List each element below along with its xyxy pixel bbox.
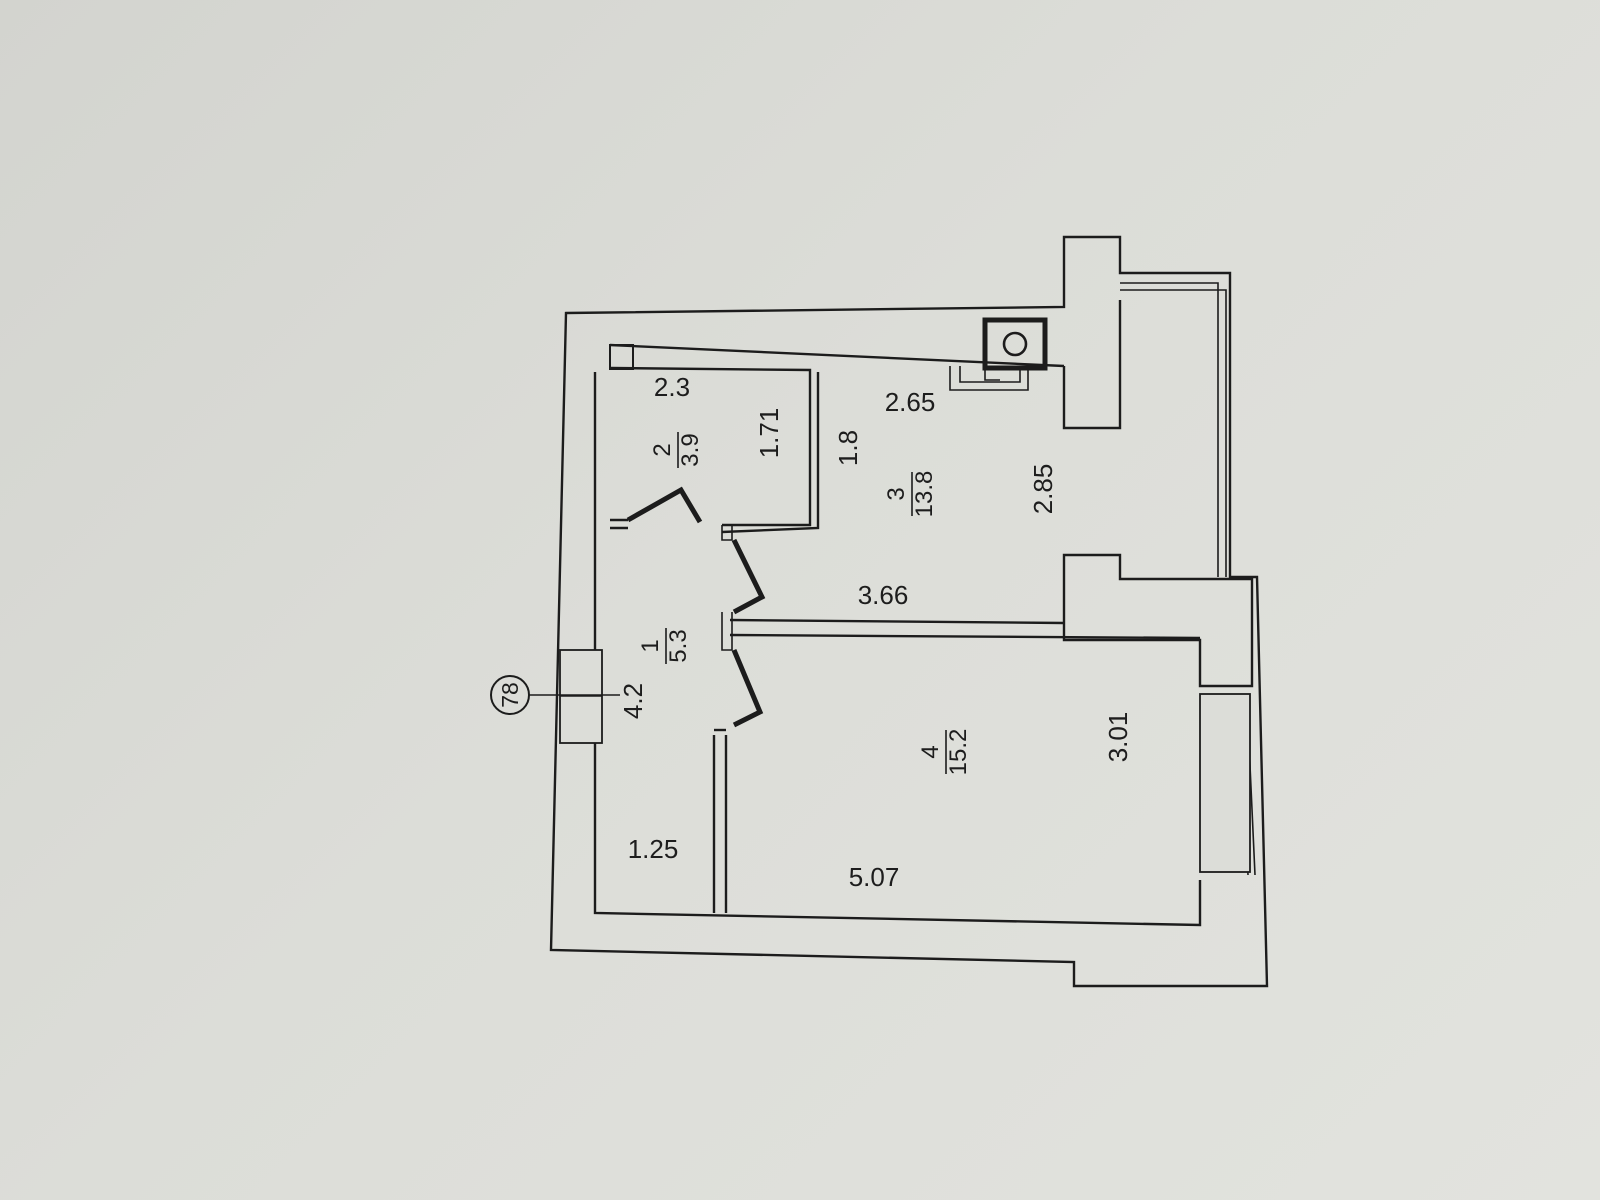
dim-kitchen-side: 1.8 bbox=[833, 430, 863, 466]
room-2-number: 2 bbox=[649, 443, 676, 456]
room-4-number: 4 bbox=[917, 745, 944, 758]
outer-wall bbox=[549, 235, 1269, 988]
room-2-label: 2 3.9 bbox=[649, 432, 704, 468]
door-bathroom bbox=[626, 486, 703, 524]
room-1-label: 1 5.3 bbox=[637, 628, 692, 664]
window-left bbox=[559, 649, 603, 744]
corner-block bbox=[609, 344, 634, 370]
room-1-area: 5.3 bbox=[665, 629, 692, 662]
door-stubs bbox=[721, 525, 733, 651]
wall-pier bbox=[1062, 553, 1254, 688]
dim-living-width: 3.01 bbox=[1103, 712, 1133, 763]
dim-kitchen-length: 3.66 bbox=[858, 580, 909, 610]
room-4-label: 4 15.2 bbox=[917, 729, 972, 776]
bathroom-walls bbox=[609, 366, 820, 534]
dim-kitchen-width: 2.85 bbox=[1028, 464, 1058, 515]
axis-marker-label: 78 bbox=[497, 682, 523, 708]
door-kitchen bbox=[731, 538, 766, 615]
room-3-number: 3 bbox=[883, 487, 910, 500]
room-3-area: 13.8 bbox=[911, 471, 938, 518]
room-1-number: 1 bbox=[637, 639, 664, 652]
door-living bbox=[731, 649, 764, 728]
kitchen-column bbox=[1062, 300, 1122, 430]
gas-pipe-icon bbox=[949, 366, 1029, 391]
axis-marker: 78 bbox=[490, 675, 620, 715]
dim-hall-length: 4.2 bbox=[618, 683, 648, 719]
dim-bath-length: 1.71 bbox=[754, 408, 784, 459]
dim-living-length: 5.07 bbox=[849, 862, 900, 892]
room-2-area: 3.9 bbox=[677, 433, 704, 466]
window-right bbox=[1199, 693, 1251, 873]
partition-hall-living bbox=[712, 728, 728, 913]
room-3-label: 3 13.8 bbox=[883, 471, 938, 518]
room-4-area: 15.2 bbox=[945, 729, 972, 776]
dim-bath-width: 2.3 bbox=[654, 372, 690, 402]
dim-kitchen-top: 2.65 bbox=[885, 387, 936, 417]
partition-kitchen-living bbox=[729, 618, 1201, 640]
dim-hall-width: 1.25 bbox=[628, 834, 679, 864]
stove-icon bbox=[982, 317, 1048, 371]
